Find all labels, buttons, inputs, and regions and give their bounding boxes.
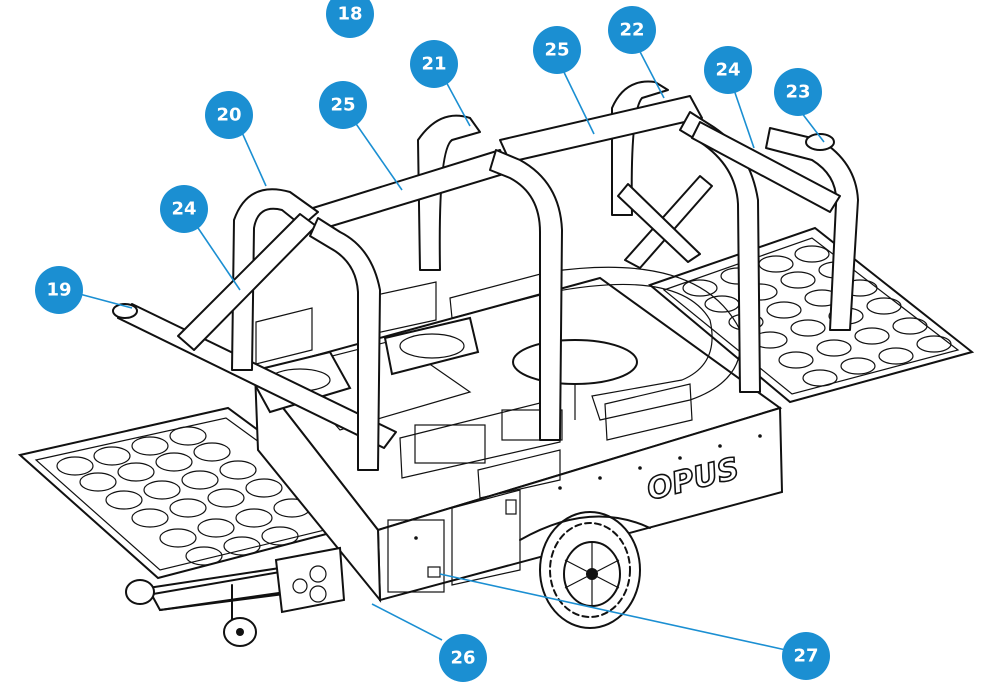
leader-24-right bbox=[731, 83, 755, 149]
callout-23: 23 bbox=[774, 68, 822, 116]
leader-25-right bbox=[559, 63, 595, 135]
callout-25-right: 25 bbox=[533, 26, 581, 74]
ridge-beam-left bbox=[299, 149, 511, 233]
leader-25-left bbox=[351, 117, 403, 191]
body-rivets bbox=[414, 434, 762, 540]
svg-text:20: 20 bbox=[216, 105, 241, 126]
callout-18: 18 bbox=[326, 0, 374, 38]
callout-19: 19 bbox=[35, 266, 83, 314]
callout-25-left: 25 bbox=[319, 81, 367, 129]
leader-26 bbox=[371, 603, 443, 641]
svg-text:19: 19 bbox=[46, 280, 71, 301]
callout-lines bbox=[71, 43, 825, 651]
svg-text:25: 25 bbox=[544, 40, 569, 61]
svg-text:24: 24 bbox=[171, 199, 196, 220]
ridge-beam-right bbox=[499, 95, 703, 163]
callout-20: 20 bbox=[205, 91, 253, 139]
svg-text:18: 18 bbox=[337, 4, 362, 25]
leader-27 bbox=[439, 573, 787, 651]
air-beam-frame bbox=[112, 80, 859, 471]
svg-text:23: 23 bbox=[785, 82, 810, 103]
svg-text:25: 25 bbox=[330, 95, 355, 116]
leader-22 bbox=[635, 43, 665, 99]
leader-21 bbox=[443, 77, 471, 127]
callout-24-right: 24 bbox=[704, 46, 752, 94]
svg-text:24: 24 bbox=[715, 60, 740, 81]
trailer-body bbox=[246, 266, 784, 603]
callout-22: 22 bbox=[608, 6, 656, 54]
leader-20 bbox=[239, 127, 267, 187]
left-solar-wing bbox=[17, 406, 383, 580]
svg-text:22: 22 bbox=[619, 20, 644, 41]
svg-text:21: 21 bbox=[421, 54, 446, 75]
callout-24-left: 24 bbox=[160, 185, 208, 233]
callout-27: 27 bbox=[782, 632, 830, 680]
svg-text:27: 27 bbox=[793, 646, 818, 667]
callout-21: 21 bbox=[410, 40, 458, 88]
leader-24-left bbox=[193, 221, 241, 291]
svg-text:26: 26 bbox=[450, 648, 475, 669]
callout-26: 26 bbox=[439, 634, 487, 682]
drawbar bbox=[125, 546, 346, 647]
callout-badges: 18 19 20 21 22 23 24 24 bbox=[35, 0, 830, 682]
wheel bbox=[519, 511, 651, 629]
